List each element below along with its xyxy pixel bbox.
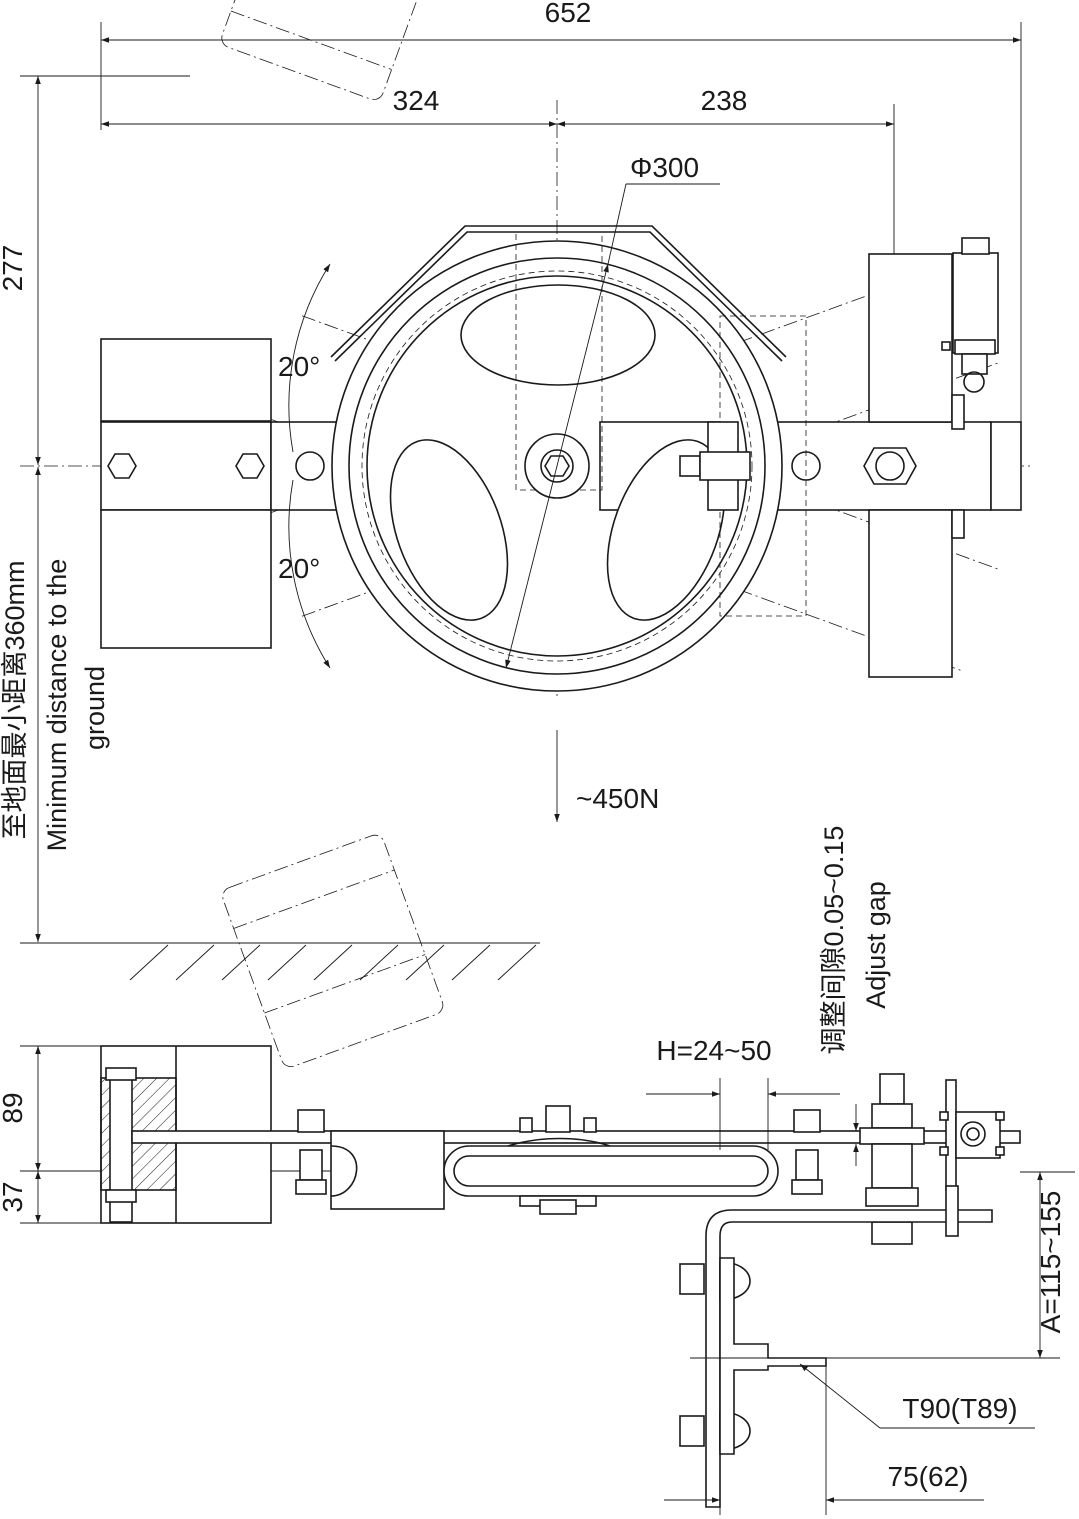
ground-hatch [129, 944, 537, 981]
dim-37-label: 37 [0, 1181, 28, 1212]
wheel-guard [330, 225, 787, 358]
force-callout: ~450N [554, 730, 659, 822]
pivot-nut [863, 447, 917, 485]
wheel-window-top [460, 284, 656, 386]
a-range-label: A=115~155 [1035, 1191, 1066, 1334]
counterweight [100, 338, 272, 649]
switch-assembly [863, 237, 999, 678]
dim-277-label: 277 [0, 245, 28, 292]
switch-roller [963, 371, 985, 393]
force-label: ~450N [576, 783, 659, 814]
diameter-label: Φ300 [630, 152, 699, 183]
diameter-callout: Φ300 [505, 152, 720, 669]
ground-note-en-1: Minimum distance to the [42, 559, 72, 852]
arm-hole-left [295, 451, 325, 481]
rail-callout: T90(T89) [799, 1363, 1035, 1429]
dimension-277: 277 [0, 75, 190, 465]
rod-bolts [295, 1109, 823, 1195]
switch-side [939, 1079, 1005, 1191]
angle-down-label: 20° [278, 553, 320, 584]
rail-width-label: 75(62) [888, 1461, 969, 1492]
dimension-rail-width: 75(62) [664, 1366, 984, 1515]
rail-type-label: T90(T89) [902, 1393, 1017, 1424]
gap-note-en: Adjust gap [861, 881, 891, 1009]
ground-note-cn: 至地面最小距离360mm [0, 560, 30, 839]
dimension-overall-width: 652 [100, 0, 1022, 470]
dimension-a: A=115~155 [1020, 1171, 1075, 1358]
dim-238-label: 238 [701, 85, 748, 116]
gap-note-cn: 调整间隙0.05~0.15 [819, 826, 849, 1055]
bottom-view: 89 37 [0, 1035, 1075, 1515]
ground-note-en-2: ground [80, 666, 110, 750]
top-view: 652 324 238 277 至地面最小距离360mm Minimum dis… [0, 0, 1030, 1068]
gap-note: 调整间隙0.05~0.15 Adjust gap [819, 826, 891, 1055]
dim-89-label: 89 [0, 1092, 28, 1123]
dim-324-label: 324 [393, 85, 440, 116]
limit-switch [952, 252, 999, 354]
counterweight-nut-left [107, 453, 137, 479]
pivot-bolt [859, 1073, 925, 1245]
dim-652-label: 652 [545, 0, 592, 28]
dimension-324-238: 324 238 [101, 85, 895, 254]
guide-plate [679, 315, 807, 617]
wheel-window-left [389, 439, 509, 621]
dimension-h: H=24~50 [646, 1035, 840, 1150]
wheel-section [330, 1105, 779, 1215]
wheel-window-right [606, 439, 726, 621]
angle-up-label: 20° [278, 351, 320, 382]
h-range-label: H=24~50 [656, 1035, 771, 1066]
counterweight-nut-right [235, 453, 265, 479]
dimension-ground: 至地面最小距离360mm Minimum distance to the gro… [0, 467, 540, 944]
angle-callouts: 20° 20° [278, 263, 331, 669]
